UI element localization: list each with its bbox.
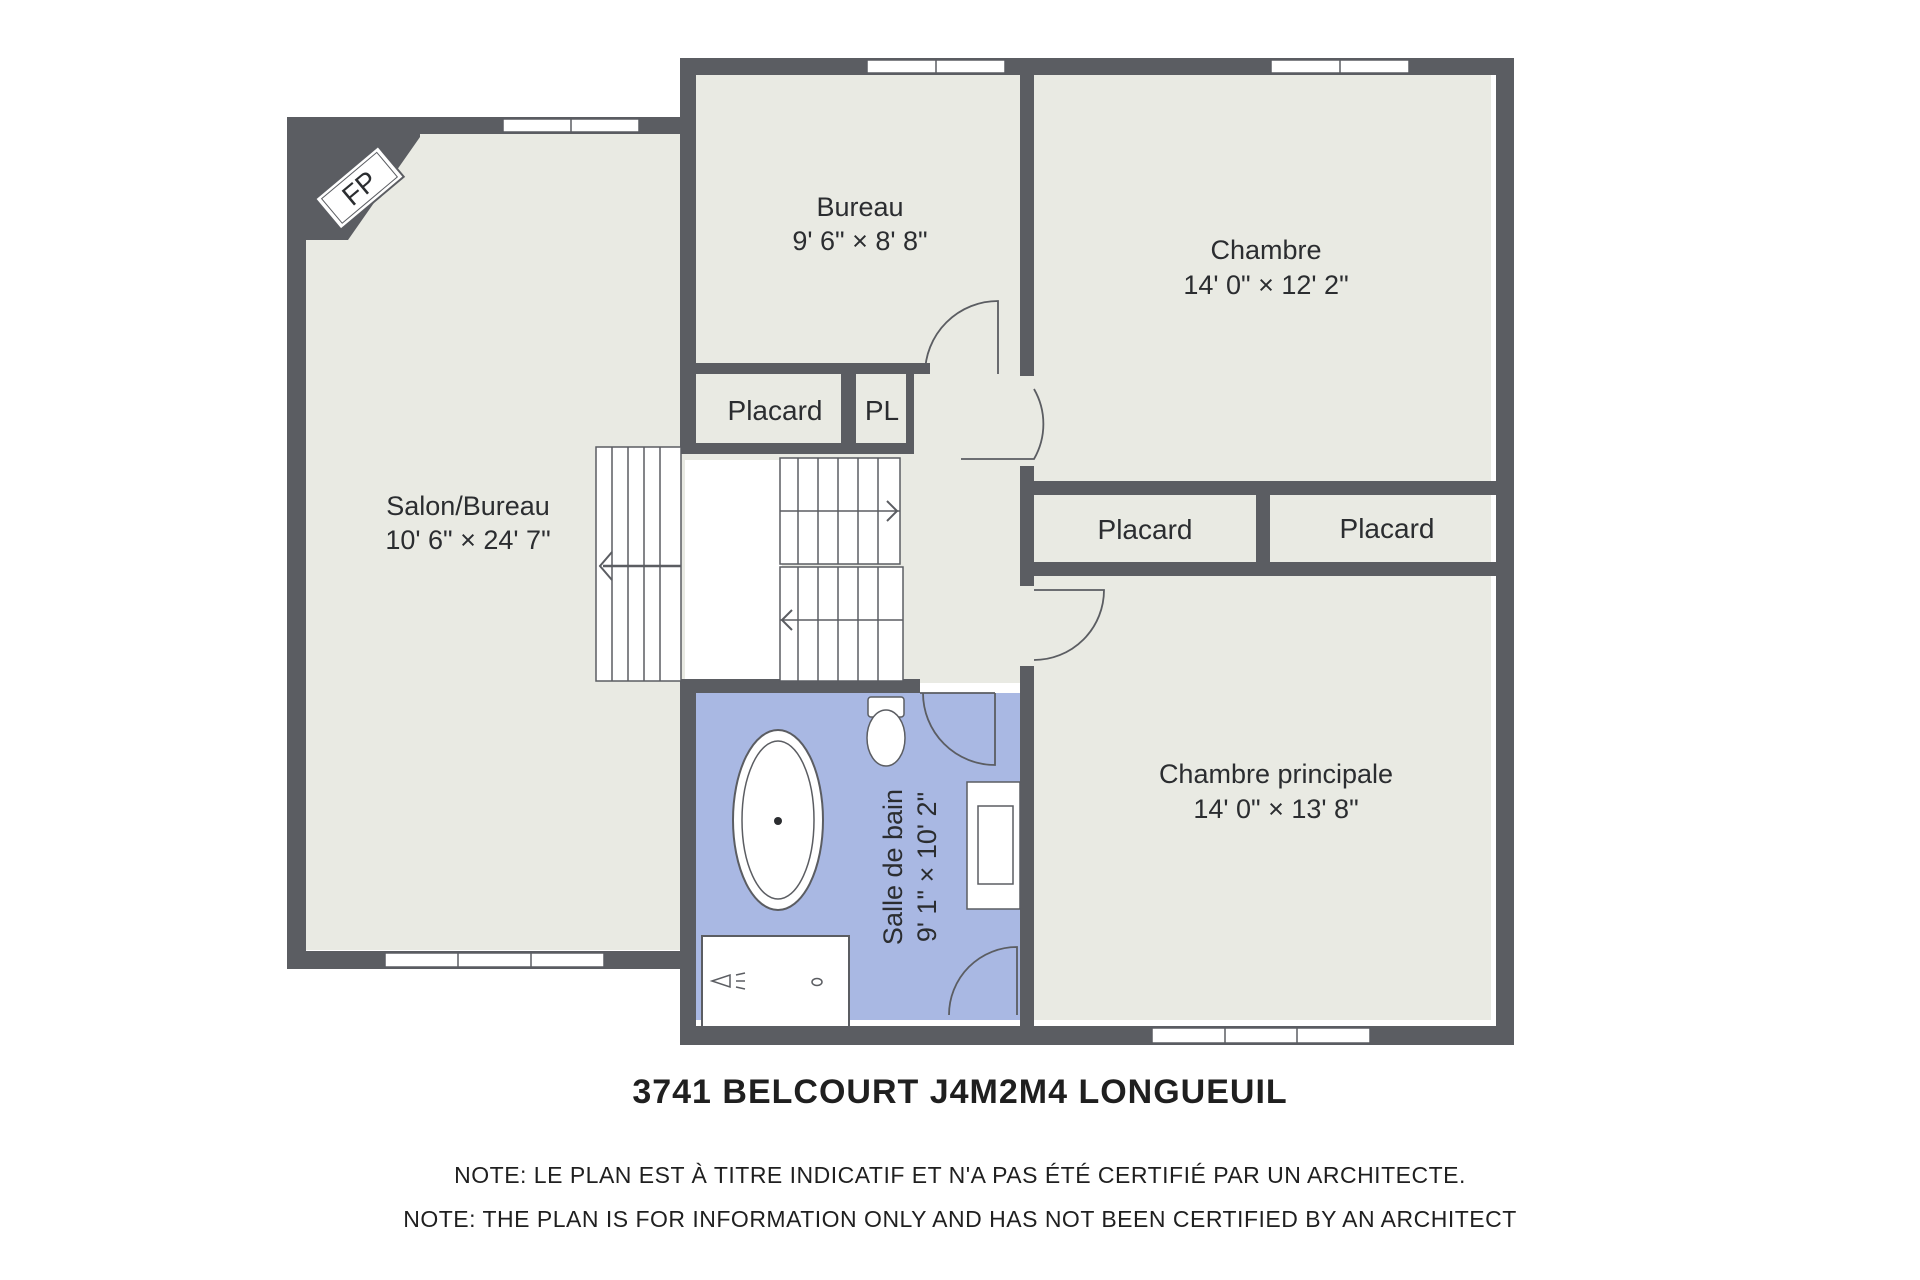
window-principale-bottom bbox=[1151, 1027, 1371, 1044]
room-bathroom-label: Salle de bain 9' 1" × 10' 2" bbox=[878, 789, 942, 945]
floor-chambre-principale bbox=[1034, 576, 1491, 1020]
room-chambre-name: Chambre bbox=[1210, 235, 1321, 265]
wall-salon-left bbox=[287, 117, 306, 969]
staircase bbox=[595, 446, 904, 682]
shower bbox=[701, 935, 850, 1028]
wall-bureau-bottom bbox=[680, 363, 930, 374]
room-placard-bureau-name: Placard bbox=[728, 395, 823, 426]
room-chambre-dims: 14' 0" × 12' 2" bbox=[1183, 270, 1348, 300]
wall-placard-bottom bbox=[1020, 562, 1514, 576]
wall-closet-bottom bbox=[680, 443, 914, 454]
wall-closet-divider bbox=[841, 363, 856, 445]
door-chambre-principale bbox=[1033, 589, 1105, 661]
room-bureau-name: Bureau bbox=[816, 192, 903, 222]
room-placard-left-name: Placard bbox=[1098, 514, 1193, 545]
wall-pl-right bbox=[906, 363, 914, 454]
floor-placard-bureau bbox=[695, 374, 840, 443]
stair-right-lower bbox=[779, 566, 904, 682]
room-chambre-principale-name: Chambre principale bbox=[1159, 759, 1393, 789]
sink bbox=[977, 805, 1014, 885]
room-placard-right-name: Placard bbox=[1340, 513, 1435, 544]
windows bbox=[384, 59, 1410, 1044]
room-bathroom-name: Salle de bain bbox=[878, 789, 908, 945]
room-pl-name: PL bbox=[865, 395, 899, 426]
wall-hall-right bbox=[1020, 466, 1034, 586]
floor-chambre bbox=[1034, 73, 1491, 481]
wall-left-lower bbox=[680, 680, 696, 1045]
doors bbox=[920, 300, 1105, 1016]
room-salon-dims: 10' 6" × 24' 7" bbox=[385, 525, 550, 555]
stair-landing bbox=[685, 460, 782, 683]
toilet-bowl bbox=[866, 709, 906, 767]
disclaimer-note-french: NOTE: LE PLAN EST À TITRE INDICATIF ET N… bbox=[454, 1162, 1466, 1188]
room-bureau-dims: 9' 6" × 8' 8" bbox=[792, 226, 927, 256]
wall-placard-divider bbox=[1256, 481, 1270, 576]
wall-bath-top bbox=[680, 679, 920, 693]
wall-left-upper bbox=[680, 58, 696, 448]
wall-bottom bbox=[680, 1026, 1514, 1045]
bathroom-fixtures bbox=[701, 696, 1021, 1028]
shower-drain bbox=[811, 977, 823, 987]
disclaimer-note-english: NOTE: THE PLAN IS FOR INFORMATION ONLY A… bbox=[403, 1206, 1517, 1232]
wall-right bbox=[1496, 58, 1514, 1045]
door-bath-closet bbox=[948, 946, 1018, 1016]
stair-left-flight bbox=[595, 446, 682, 682]
room-labels: Salon/Bureau 10' 6" × 24' 7" Bureau 9' 6… bbox=[385, 192, 1434, 945]
floor-placard-left bbox=[1034, 495, 1256, 562]
room-bathroom-dims: 9' 1" × 10' 2" bbox=[912, 792, 942, 942]
wall-chambre-principale-left bbox=[1020, 666, 1034, 1045]
door-chambre bbox=[961, 388, 1045, 460]
floor-pl bbox=[856, 374, 910, 443]
floor-placard-right bbox=[1270, 495, 1491, 562]
door-bathroom bbox=[920, 692, 996, 766]
shower-head-icon bbox=[709, 972, 746, 990]
floor-bureau bbox=[695, 73, 1020, 363]
door-bureau bbox=[924, 300, 999, 375]
room-chambre-principale-dims: 14' 0" × 13' 8" bbox=[1193, 794, 1358, 824]
room-salon-name: Salon/Bureau bbox=[386, 491, 550, 521]
property-address: 3741 BELCOURT J4M2M4 LONGUEUIL bbox=[632, 1073, 1288, 1111]
window-salon-bottom bbox=[384, 952, 605, 968]
floors bbox=[295, 73, 1491, 1020]
bathtub-drain bbox=[774, 817, 782, 825]
wall-bureau-chambre bbox=[1020, 58, 1034, 376]
